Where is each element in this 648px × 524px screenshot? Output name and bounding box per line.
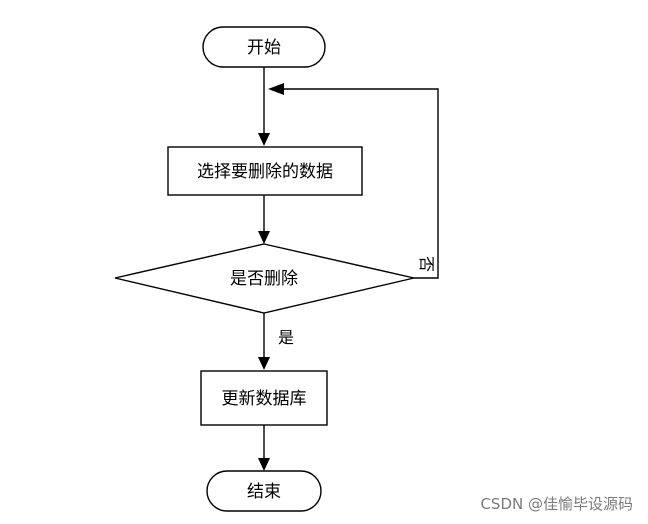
decision-label: 是否删除 (230, 269, 298, 289)
end-terminator-shape (206, 470, 322, 512)
select-data-box (167, 146, 363, 196)
arrowhead-update-in (258, 357, 270, 370)
start-label: 开始 (247, 38, 281, 58)
arrowhead-end-in (258, 458, 270, 471)
edge-no-loop-back (284, 88, 439, 279)
yes-label: 是 (278, 328, 294, 347)
end-node: 结束 (206, 470, 322, 512)
update-db-label: 更新数据库 (222, 389, 307, 409)
start-node: 开始 (202, 26, 326, 68)
select-data-node: 选择要删除的数据 (167, 146, 363, 196)
end-label: 结束 (247, 482, 281, 502)
update-db-node: 更新数据库 (200, 370, 328, 426)
csdn-watermark: CSDN @佳愉毕设源码 (480, 495, 633, 513)
select-data-label: 选择要删除的数据 (197, 162, 333, 182)
arrowhead-select-in (258, 133, 270, 146)
arrowhead-loop-back (268, 83, 284, 95)
no-label: 否 (417, 256, 436, 272)
arrowhead-decision-in (258, 231, 270, 244)
decision-node: 是否删除 (114, 243, 415, 314)
